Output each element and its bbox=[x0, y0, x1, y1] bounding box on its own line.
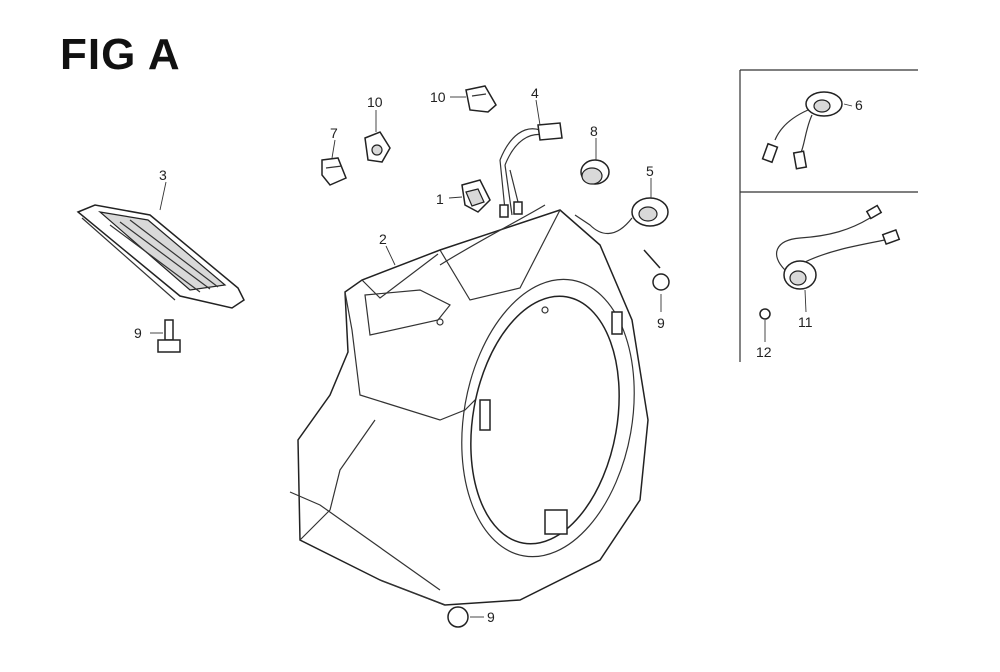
bolt-9-left bbox=[157, 319, 181, 353]
callout-1: 1 bbox=[436, 191, 444, 207]
callout-labels: 1 2 3 4 5 6 7 8 9 9 9 10 10 11 12 bbox=[134, 85, 863, 625]
part-4-wire-harness bbox=[439, 122, 563, 266]
callout-9-bottom: 9 bbox=[487, 609, 495, 625]
callout-2: 2 bbox=[379, 231, 387, 247]
callout-10-b: 10 bbox=[430, 89, 446, 105]
part-10-clamp-b bbox=[465, 85, 497, 113]
callout-9-left: 9 bbox=[134, 325, 142, 341]
part-7-clamp bbox=[321, 157, 347, 186]
inset-frame bbox=[739, 69, 918, 362]
callout-9-right: 9 bbox=[657, 315, 665, 331]
part-2-fan-shroud bbox=[289, 209, 649, 606]
part-12-nut bbox=[759, 308, 771, 320]
part-8-grommet bbox=[580, 159, 610, 185]
callout-11: 11 bbox=[798, 314, 813, 330]
callout-3: 3 bbox=[159, 167, 167, 183]
callout-12: 12 bbox=[756, 344, 772, 360]
part-11-sensor-inset bbox=[775, 204, 901, 290]
callout-10-a: 10 bbox=[367, 94, 383, 110]
callout-5: 5 bbox=[646, 163, 654, 179]
leader-lines bbox=[150, 96, 853, 618]
bolt-9-right bbox=[643, 249, 670, 291]
callout-6: 6 bbox=[855, 97, 863, 113]
part-1-clip bbox=[461, 179, 491, 213]
part-6-sensor-inset bbox=[761, 91, 843, 170]
part-10-clamp-a bbox=[364, 131, 391, 163]
callout-8: 8 bbox=[590, 123, 598, 139]
figure-title: FIG A bbox=[60, 30, 181, 79]
callout-7: 7 bbox=[330, 125, 338, 141]
part-3-cover bbox=[76, 204, 245, 309]
callout-4: 4 bbox=[531, 85, 539, 101]
part-5-sensor bbox=[574, 197, 669, 235]
